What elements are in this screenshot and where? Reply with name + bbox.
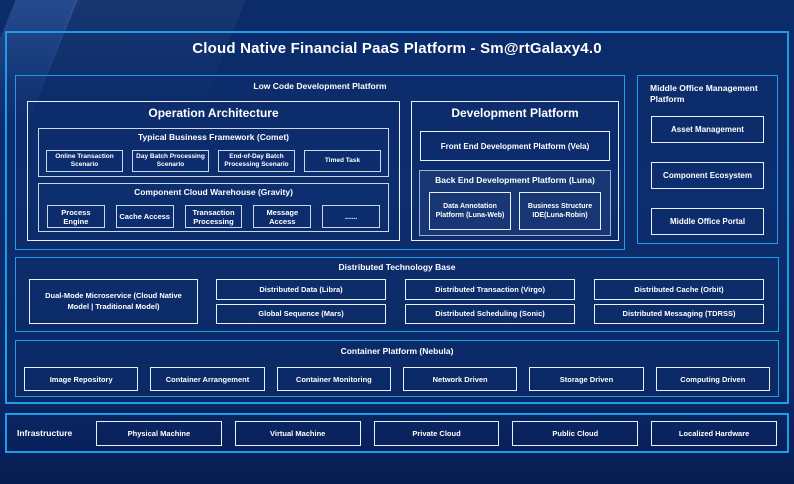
group-development-platform: Development Platform Front End Developme…: [411, 101, 619, 241]
group-typical-business-framework-comet: Typical Business Framework (Comet) Onlin…: [38, 128, 389, 177]
gravity-label: Component Cloud Warehouse (Gravity): [134, 187, 293, 197]
low-code-label: Low Code Development Platform: [253, 81, 387, 91]
box-localized-hardware: Localized Hardware: [651, 420, 777, 446]
box-front-end-development-platform-vela: Front End Development Platform (Vela): [420, 131, 610, 161]
box-business-structure-ide-luna-robin: Business Structure IDE(Luna-Robin): [519, 192, 601, 230]
section-middle-office-management-platform: Middle Office Management Platform Asset …: [637, 75, 778, 244]
container-platform-label: Container Platform (Nebula): [340, 346, 454, 356]
middle-office-label: Middle Office Management Platform: [650, 83, 758, 105]
box-public-cloud: Public Cloud: [512, 420, 639, 446]
comet-label: Typical Business Framework (Comet): [138, 132, 289, 142]
box-container-monitoring: Container Monitoring: [276, 367, 391, 391]
box-physical-machine: Physical Machine: [96, 420, 222, 446]
distributed-grid: Distributed Data (Libra) Distributed Tra…: [216, 279, 764, 324]
box-end-of-day-batch-processing-scenario: End-of-Day Batch Processing Scenario: [218, 150, 295, 172]
box-container-arrangement: Container Arrangement: [150, 367, 265, 391]
section-infrastructure: Infrastructure Physical Machine Virtual …: [5, 413, 789, 453]
box-storage-driven: Storage Driven: [529, 367, 644, 391]
comet-items-row: Online Transaction Scenario Day Batch Pr…: [46, 150, 381, 172]
group-component-cloud-warehouse-gravity: Component Cloud Warehouse (Gravity) Proc…: [38, 183, 389, 232]
distributed-label: Distributed Technology Base: [338, 262, 456, 272]
box-message-access: Message Access: [253, 205, 312, 228]
platform-main-frame: Cloud Native Financial PaaS Platform - S…: [5, 31, 789, 404]
box-middle-office-portal: Middle Office Portal: [651, 208, 764, 235]
operation-architecture-label: Operation Architecture: [148, 106, 279, 120]
luna-items-row: Data Annotation Platform (Luna-Web) Busi…: [429, 192, 601, 230]
section-distributed-technology-base: Distributed Technology Base Dual-Mode Mi…: [15, 257, 779, 332]
box-cache-access: Cache Access: [115, 205, 174, 228]
page-title: Cloud Native Financial PaaS Platform - S…: [192, 40, 602, 57]
infrastructure-label: Infrastructure: [17, 428, 73, 438]
gravity-items-row: Process Engine Cache Access Transaction …: [47, 205, 380, 228]
box-distributed-transaction-virgo: Distributed Transaction (Virgo): [405, 279, 575, 300]
box-private-cloud: Private Cloud: [373, 420, 500, 446]
box-day-batch-processing-scenario: Day Batch Processing Scenario: [132, 150, 209, 172]
box-ellipsis: ......: [322, 205, 380, 228]
group-back-end-development-platform-luna: Back End Development Platform (Luna) Dat…: [419, 170, 611, 236]
box-distributed-cache-orbit: Distributed Cache (Orbit): [594, 279, 764, 300]
development-platform-label: Development Platform: [451, 106, 579, 120]
container-items-row: Image Repository Container Arrangement C…: [24, 367, 770, 391]
box-distributed-scheduling-sonic: Distributed Scheduling (Sonic): [405, 303, 575, 324]
box-process-engine: Process Engine: [47, 205, 105, 228]
box-asset-management: Asset Management: [651, 116, 764, 143]
section-container-platform-nebula: Container Platform (Nebula) Image Reposi…: [15, 340, 779, 397]
section-low-code-development-platform: Low Code Development Platform Operation …: [15, 75, 625, 250]
box-component-ecosystem: Component Ecosystem: [651, 162, 764, 189]
box-dual-mode-microservice: Dual-Mode Microservice (Cloud Native Mod…: [29, 279, 198, 324]
box-distributed-data-libra: Distributed Data (Libra): [216, 279, 386, 300]
box-network-driven: Network Driven: [402, 367, 518, 391]
group-operation-architecture: Operation Architecture Typical Business …: [27, 101, 400, 241]
box-online-transaction-scenario: Online Transaction Scenario: [46, 150, 123, 172]
box-transaction-processing: Transaction Processing: [184, 205, 243, 228]
middle-office-items: Asset Management Component Ecosystem Mid…: [651, 116, 764, 235]
box-global-sequence-mars: Global Sequence (Mars): [216, 303, 386, 324]
box-computing-driven: Computing Driven: [655, 367, 770, 391]
box-distributed-messaging-tdrss: Distributed Messaging (TDRSS): [594, 303, 764, 324]
box-virtual-machine: Virtual Machine: [234, 420, 361, 446]
box-data-annotation-platform-luna-web: Data Annotation Platform (Luna-Web): [429, 192, 511, 230]
luna-label: Back End Development Platform (Luna): [435, 175, 595, 185]
box-timed-task: Timed Task: [304, 150, 381, 172]
box-image-repository: Image Repository: [24, 367, 139, 391]
